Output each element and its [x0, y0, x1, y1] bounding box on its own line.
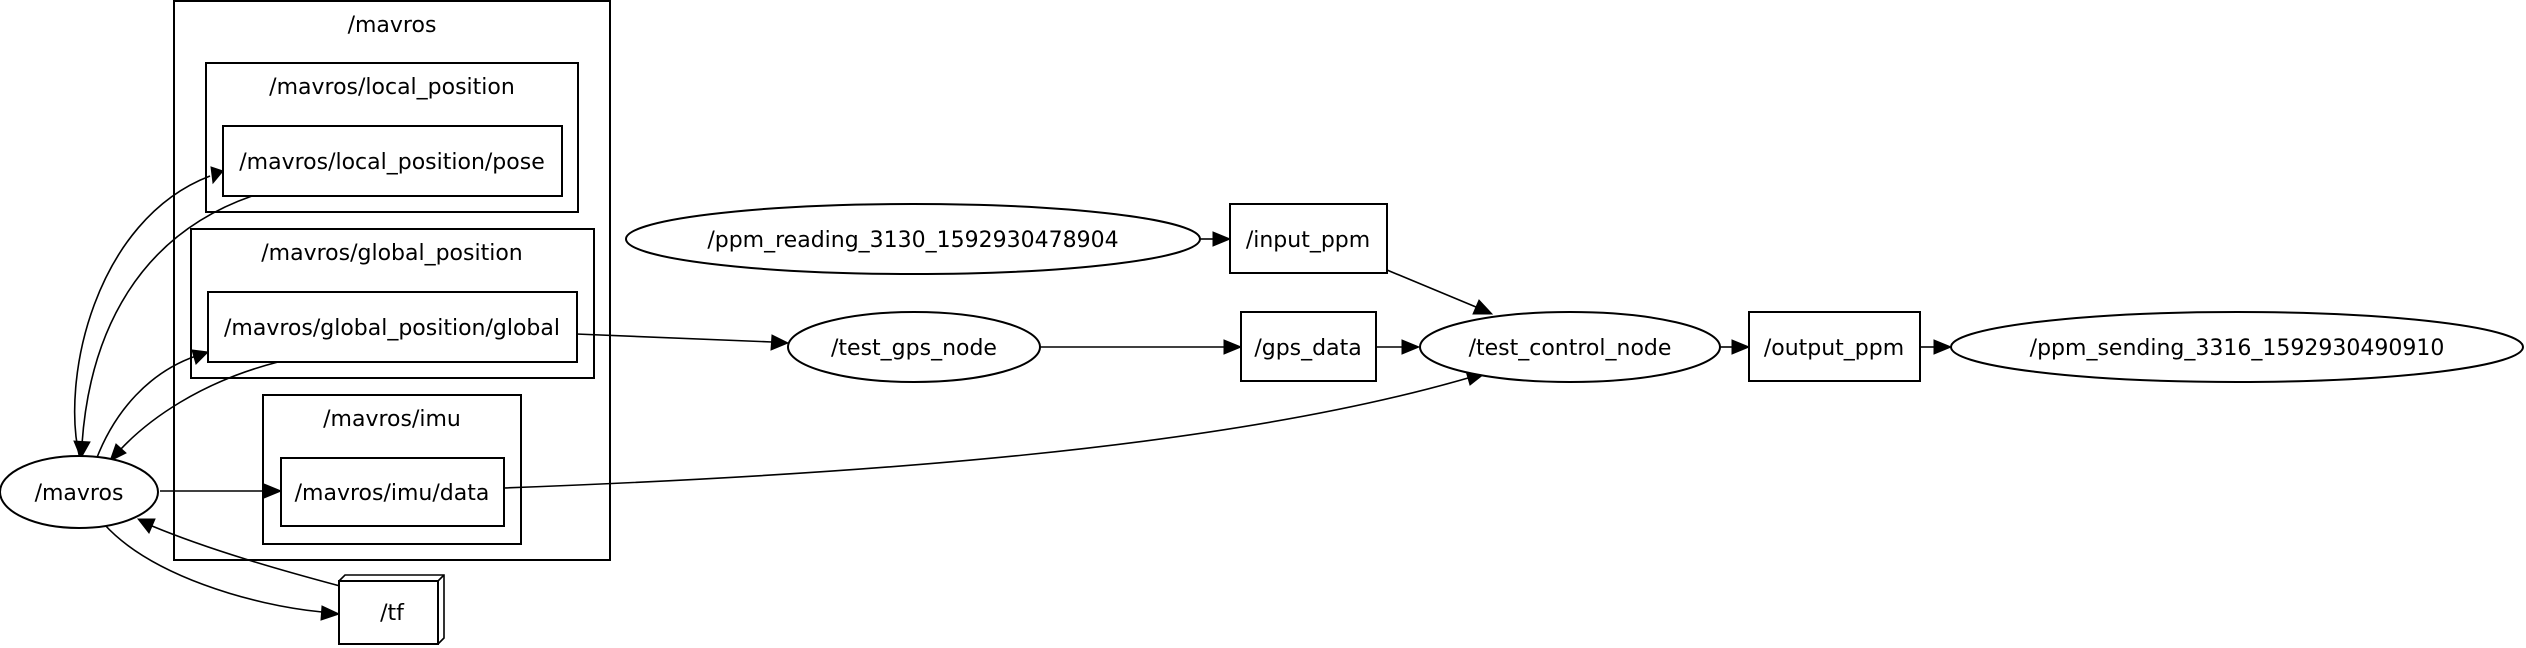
cluster-mavros: /mavros: [173, 0, 611, 561]
arrowhead: [1212, 231, 1232, 247]
topic-imu-data[interactable]: /mavros/imu/data: [280, 457, 505, 527]
arrowhead: [1472, 299, 1494, 315]
topic-gps-data-label: /gps_data: [1254, 336, 1361, 361]
topic-tf-label: /tf: [380, 601, 405, 626]
cluster-mavros-label: /mavros: [348, 13, 437, 38]
edge-global-to-gps-node: [575, 333, 773, 343]
cluster-global-position-label: /mavros/global_position: [261, 241, 522, 266]
edge-imu-to-control: [503, 377, 1469, 489]
topic-local-position-pose[interactable]: /mavros/local_position/pose: [222, 125, 563, 197]
cluster-local-position: /mavros/local_position: [205, 62, 579, 213]
cluster-imu-label: /mavros/imu: [323, 407, 461, 432]
arrowhead: [109, 443, 127, 463]
edge-tf-to-mavros: [151, 525, 341, 587]
arrowhead: [770, 334, 790, 351]
arrowhead: [1731, 339, 1751, 355]
arrowhead: [1933, 339, 1953, 355]
cluster-local-position-label: /mavros/local_position: [269, 75, 515, 100]
node-ppm-reading[interactable]: /ppm_reading_3130_1592930478904: [625, 203, 1201, 275]
arrowhead: [1401, 339, 1421, 355]
node-ppm-reading-label: /ppm_reading_3130_1592930478904: [707, 228, 1118, 253]
node-test-gps-node[interactable]: /test_gps_node: [787, 311, 1041, 383]
topic-imu-data-label: /mavros/imu/data: [295, 481, 490, 506]
edge-global-to-mavros: [119, 361, 279, 451]
node-test-control-node-label: /test_control_node: [1469, 336, 1672, 361]
arrowhead: [73, 440, 91, 460]
node-test-control-node[interactable]: /test_control_node: [1419, 311, 1721, 383]
node-mavros-label: /mavros: [35, 481, 124, 506]
topic-input-ppm-label: /input_ppm: [1246, 228, 1370, 253]
arrowhead: [320, 605, 341, 621]
edge-local-pose-to-mavros: [81, 195, 253, 445]
topic-input-ppm[interactable]: /input_ppm: [1229, 203, 1388, 274]
edge-mavros-to-global: [95, 355, 197, 461]
topic-tf[interactable]: /tf: [338, 574, 445, 645]
edge-mavros-to-local-pose: [73, 175, 211, 460]
topic-local-position-pose-label: /mavros/local_position/pose: [239, 150, 544, 175]
edges: [73, 166, 1953, 621]
topic-output-ppm-label: /output_ppm: [1764, 336, 1904, 361]
topic-global-position-global-label: /mavros/global_position/global: [224, 316, 560, 341]
arrowhead: [263, 483, 283, 499]
arrowhead: [210, 166, 224, 185]
topic-global-position-global[interactable]: /mavros/global_position/global: [207, 291, 578, 363]
cluster-global-position: /mavros/global_position: [190, 228, 595, 379]
edge-mavros-to-tf: [103, 523, 323, 613]
cluster-imu: /mavros/imu: [262, 394, 522, 545]
node-mavros[interactable]: /mavros: [0, 455, 159, 529]
arrowhead: [191, 349, 210, 365]
edge-input-ppm-to-control: [1386, 269, 1477, 308]
topic-output-ppm[interactable]: /output_ppm: [1748, 311, 1921, 382]
arrowhead: [1223, 339, 1243, 355]
node-ppm-sending[interactable]: /ppm_sending_3316_1592930490910: [1950, 311, 2524, 383]
arrowhead: [136, 518, 156, 534]
node-ppm-sending-label: /ppm_sending_3316_1592930490910: [2030, 336, 2445, 361]
node-test-gps-node-label: /test_gps_node: [831, 336, 997, 361]
topic-gps-data[interactable]: /gps_data: [1240, 311, 1377, 382]
